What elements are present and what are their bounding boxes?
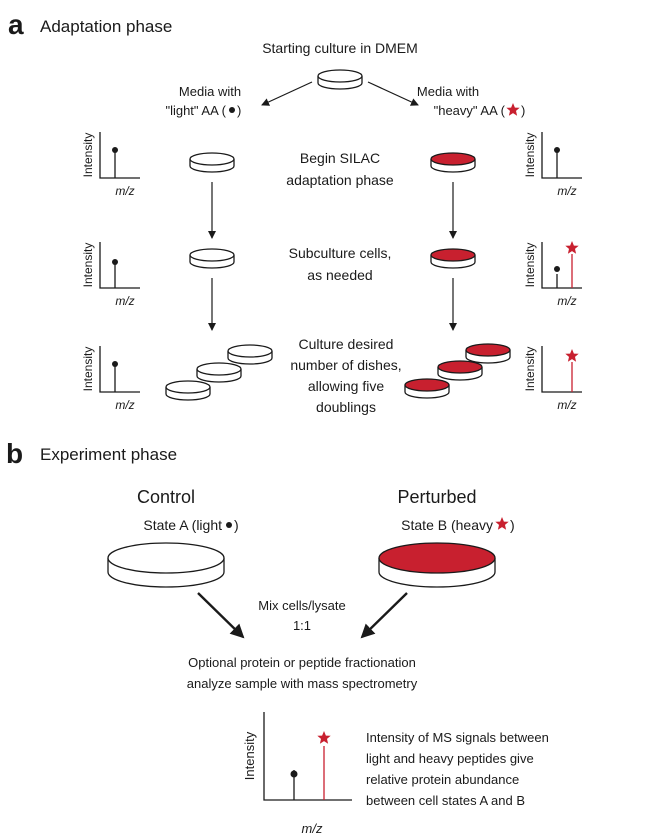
panel-b-letter: b bbox=[6, 438, 23, 469]
x-axis-label: m/z bbox=[557, 398, 576, 412]
dish-row1-light bbox=[189, 152, 235, 173]
step3-line1: Culture desired bbox=[299, 336, 394, 352]
fraction-line1: Optional protein or peptide fractionatio… bbox=[188, 655, 416, 670]
arrow-control-to-mix bbox=[197, 592, 245, 639]
fraction-line2: analyze sample with mass spectrometry bbox=[187, 676, 418, 691]
step1-line2: adaptation phase bbox=[286, 172, 394, 188]
spectrum-row2-left: Intensity m/z bbox=[81, 241, 141, 308]
result-line3: relative protein abundance bbox=[366, 772, 519, 787]
dish-row2-heavy bbox=[430, 248, 476, 269]
spectrum-row1-left: Intensity m/z bbox=[81, 131, 141, 198]
heavy-star-icon bbox=[565, 349, 579, 362]
x-axis-label: m/z bbox=[115, 184, 134, 198]
y-axis-label: Intensity bbox=[81, 347, 95, 392]
media-light-close: ) bbox=[237, 103, 241, 118]
step2-line1: Subculture cells, bbox=[289, 245, 392, 261]
heavy-star-icon bbox=[506, 103, 520, 116]
result-line2: light and heavy peptides give bbox=[366, 751, 534, 766]
starting-dish bbox=[317, 69, 363, 90]
y-axis-label: Intensity bbox=[81, 133, 95, 178]
light-dot-icon bbox=[112, 361, 118, 367]
step3-line4: doublings bbox=[316, 399, 376, 415]
heavy-star-icon bbox=[495, 517, 509, 530]
perturbed-heading: Perturbed bbox=[397, 487, 476, 507]
control-dish bbox=[107, 542, 225, 588]
dish-row2-light bbox=[189, 248, 235, 269]
spectrum-row3-left: Intensity m/z bbox=[81, 345, 141, 412]
dish-stack-light bbox=[165, 344, 273, 401]
control-state-close: ) bbox=[234, 517, 239, 533]
spectrum-row2-right: Intensity m/z bbox=[523, 241, 583, 308]
step1-line1: Begin SILAC bbox=[300, 150, 380, 166]
panel-a-title: Adaptation phase bbox=[40, 17, 172, 36]
spectrum-row3-right: Intensity m/z bbox=[523, 345, 583, 412]
media-light-line1: Media with bbox=[179, 84, 241, 99]
y-axis-label: Intensity bbox=[523, 133, 537, 178]
light-dot-icon bbox=[554, 266, 560, 272]
dish-stack-heavy bbox=[404, 343, 511, 399]
control-state: State A (light bbox=[143, 517, 222, 533]
panel-b-title: Experiment phase bbox=[40, 445, 177, 464]
x-axis-label: m/z bbox=[115, 294, 134, 308]
control-heading: Control bbox=[137, 487, 195, 507]
mix-line2: 1:1 bbox=[293, 618, 311, 633]
media-heavy-label: Media with "heavy" AA ( ) bbox=[417, 84, 525, 118]
mix-line1: Mix cells/lysate bbox=[258, 598, 345, 613]
y-axis-label: Intensity bbox=[81, 243, 95, 288]
x-axis-label: m/z bbox=[302, 821, 323, 836]
y-axis-label: Intensity bbox=[242, 731, 257, 780]
heavy-star-icon bbox=[317, 731, 331, 744]
arrow-to-heavy bbox=[367, 81, 419, 106]
light-dot-icon bbox=[554, 147, 560, 153]
light-dot-icon bbox=[112, 147, 118, 153]
y-axis-label: Intensity bbox=[523, 347, 537, 392]
dish-row1-heavy bbox=[430, 152, 476, 173]
arrow-to-light bbox=[261, 81, 313, 106]
x-axis-label: m/z bbox=[115, 398, 134, 412]
result-line1: Intensity of MS signals between bbox=[366, 730, 549, 745]
y-axis-label: Intensity bbox=[523, 243, 537, 288]
result-line4: between cell states A and B bbox=[366, 793, 525, 808]
panel-a-letter: a bbox=[8, 9, 24, 40]
step3-line3: allowing five bbox=[308, 378, 384, 394]
media-light-label: Media with "light" AA ( ) bbox=[165, 84, 241, 118]
light-dot-icon bbox=[229, 107, 235, 113]
x-axis-label: m/z bbox=[557, 294, 576, 308]
x-axis-label: m/z bbox=[557, 184, 576, 198]
spectrum-row1-right: Intensity m/z bbox=[523, 131, 583, 198]
step2-line2: as needed bbox=[307, 267, 372, 283]
media-heavy-line1: Media with bbox=[417, 84, 479, 99]
light-dot-icon bbox=[112, 259, 118, 265]
perturbed-state-close: ) bbox=[510, 517, 515, 533]
media-light-line2: "light" AA ( bbox=[165, 103, 226, 118]
final-spectrum: Intensity m/z bbox=[242, 712, 352, 836]
arrow-perturbed-to-mix bbox=[360, 592, 408, 639]
perturbed-dish bbox=[378, 542, 496, 588]
media-heavy-close: ) bbox=[521, 103, 525, 118]
heavy-star-icon bbox=[565, 241, 579, 254]
light-dot-icon bbox=[226, 522, 232, 528]
light-dot-icon bbox=[290, 770, 298, 778]
media-heavy-line2: "heavy" AA ( bbox=[434, 103, 506, 118]
perturbed-state: State B (heavy bbox=[401, 517, 493, 533]
step3-line2: number of dishes, bbox=[290, 357, 401, 373]
start-label: Starting culture in DMEM bbox=[262, 40, 418, 56]
